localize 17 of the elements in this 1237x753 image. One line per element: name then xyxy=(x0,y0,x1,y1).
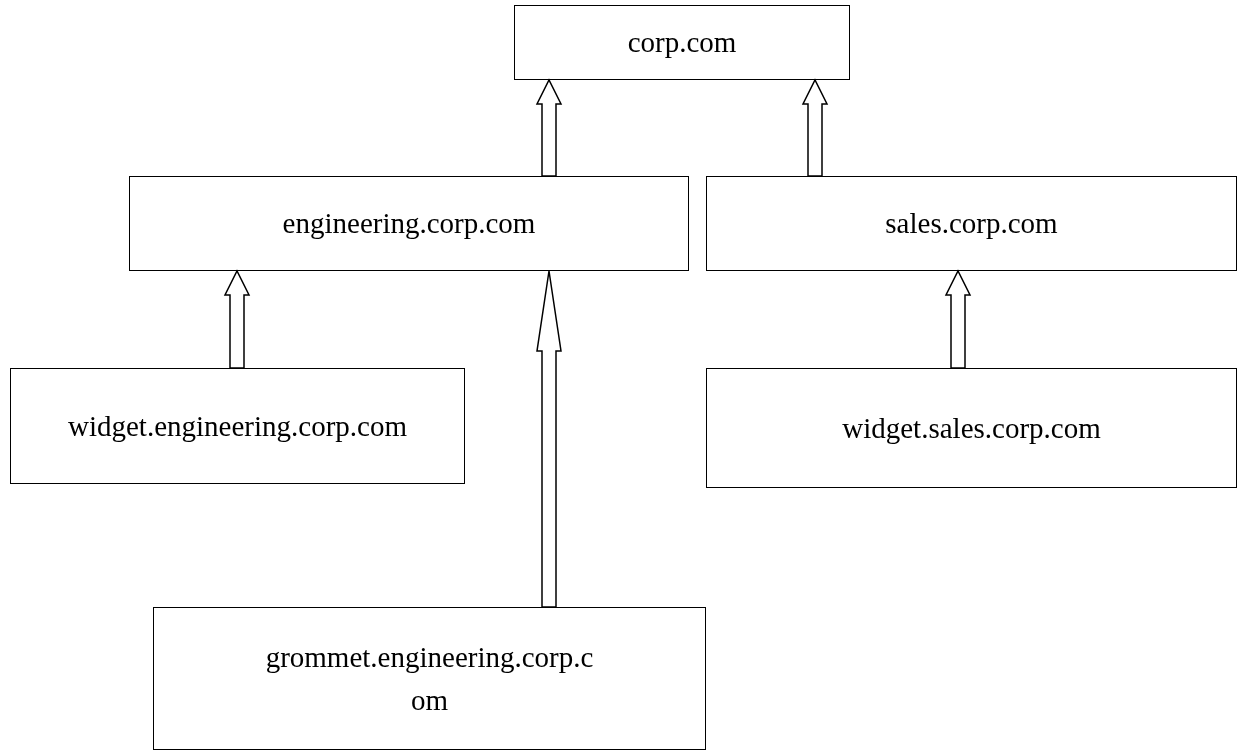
domain-box xyxy=(706,176,1237,271)
domain-box xyxy=(153,607,706,750)
domain-name: sales.corp.com xyxy=(884,206,1059,242)
domain-name: widget.engineering.corp.com xyxy=(67,408,408,444)
domain-box xyxy=(129,176,689,271)
domain-box xyxy=(706,368,1237,488)
domain-box xyxy=(514,5,850,80)
domain-box xyxy=(10,368,465,484)
hollow-arrow xyxy=(801,78,829,177)
hollow-arrow xyxy=(223,269,251,369)
hollow-arrow xyxy=(536,270,562,608)
domain-name: corp.com xyxy=(626,25,738,61)
hollow-arrow xyxy=(944,269,972,369)
domain-name: grommet.engineering.corp.com xyxy=(264,640,595,718)
domain-name: widget.sales.corp.com xyxy=(841,410,1102,446)
hollow-arrow xyxy=(535,78,563,177)
domain-name: engineering.corp.com xyxy=(281,206,537,242)
